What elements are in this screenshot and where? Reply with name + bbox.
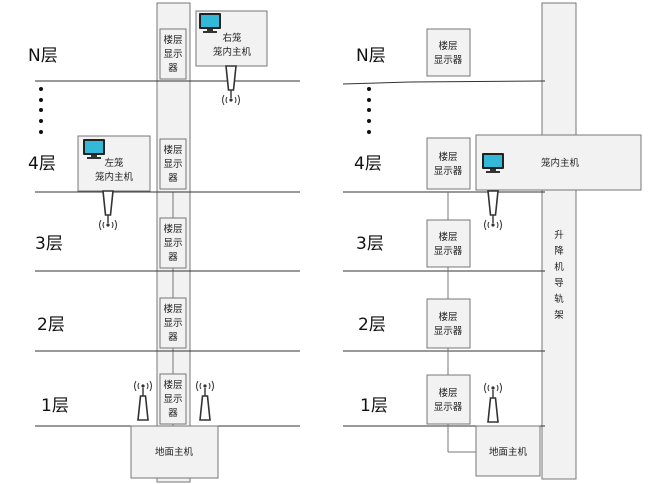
display-line: 显示 bbox=[163, 49, 182, 60]
floor-display-4: 楼层 显示器 bbox=[426, 137, 471, 190]
rail-label: 升 降 机 导 轨 架 bbox=[554, 230, 564, 321]
floor-label-n: N层 bbox=[356, 46, 386, 66]
display-line: 楼层 bbox=[438, 151, 457, 163]
rail-label-char: 降 bbox=[554, 245, 564, 257]
antenna-icon bbox=[98, 190, 118, 231]
display-line: 显示 bbox=[163, 238, 182, 249]
floor-label-3: 3层 bbox=[356, 234, 384, 254]
display-line: 楼层 bbox=[163, 144, 182, 156]
display-line: 显示器 bbox=[434, 55, 463, 66]
rail-label-char: 导 bbox=[554, 278, 564, 289]
left-ground-host: 地面主机 bbox=[130, 380, 219, 479]
display-line: 楼层 bbox=[163, 223, 182, 235]
antenna-icon bbox=[195, 380, 215, 421]
ground-host-label: 地面主机 bbox=[489, 446, 528, 458]
rail-label-char: 机 bbox=[554, 261, 564, 273]
display-line: 显示 bbox=[163, 159, 182, 170]
display-line: 楼层 bbox=[438, 231, 457, 243]
ellipsis-dots-icon bbox=[39, 87, 43, 134]
display-line: 楼层 bbox=[438, 311, 457, 323]
floor-display-3: 楼层 显示器 bbox=[426, 219, 471, 268]
display-line: 楼层 bbox=[163, 34, 182, 46]
right-diagram: 升 降 机 导 轨 架 N层 4层 3层 2层 1层 楼层 显示器 bbox=[342, 2, 642, 480]
display-line: 器 bbox=[168, 408, 178, 419]
display-line: 器 bbox=[168, 173, 178, 184]
floor-label-3: 3层 bbox=[35, 234, 63, 254]
floor-label-2: 2层 bbox=[37, 315, 65, 335]
display-line: 显示器 bbox=[434, 402, 463, 413]
display-line: 器 bbox=[168, 332, 178, 343]
cage-host-label: 笼内主机 bbox=[541, 157, 580, 169]
display-line: 显示器 bbox=[434, 326, 463, 337]
display-line: 楼层 bbox=[163, 303, 182, 315]
guide-rail bbox=[541, 2, 577, 480]
display-line: 楼层 bbox=[438, 387, 457, 399]
left-cage-sub-label: 笼内主机 bbox=[95, 171, 134, 183]
floor-label-2: 2层 bbox=[358, 315, 386, 335]
display-line: 器 bbox=[168, 63, 178, 74]
antenna-icon bbox=[483, 190, 503, 231]
antenna-icon bbox=[133, 380, 153, 421]
floor-label-1: 1层 bbox=[360, 396, 388, 416]
display-line: 显示 bbox=[163, 318, 182, 329]
floor-line-n bbox=[342, 80, 546, 85]
display-line: 显示器 bbox=[434, 166, 463, 177]
display-line: 显示器 bbox=[434, 246, 463, 257]
antenna-icon bbox=[483, 382, 503, 423]
rail-label-char: 轨 bbox=[554, 293, 564, 305]
floor-display-n: 楼层 显示器 bbox=[426, 28, 471, 77]
display-line: 显示 bbox=[163, 394, 182, 405]
right-ground-host: 地面主机 bbox=[475, 382, 541, 477]
display-line: 楼层 bbox=[438, 40, 457, 52]
floor-display-3: 楼层 显示 器 bbox=[159, 217, 187, 269]
display-line: 器 bbox=[168, 252, 178, 263]
ellipsis-dots-icon bbox=[367, 87, 371, 134]
rail-label-char: 升 bbox=[554, 230, 564, 241]
floor-display-n: 楼层 显示 器 bbox=[159, 28, 187, 80]
floor-display-4: 楼层 显示 器 bbox=[159, 138, 187, 190]
floor-display-1: 楼层 显示 器 bbox=[159, 373, 187, 425]
floor-label-4: 4层 bbox=[28, 154, 56, 174]
right-cage-host: 右笼 笼内主机 bbox=[195, 10, 268, 106]
left-cage-host: 左笼 笼内主机 bbox=[77, 135, 151, 231]
floor-label-1: 1层 bbox=[41, 396, 69, 416]
right-cage-sub-label: 笼内主机 bbox=[213, 46, 252, 58]
floor-display-1: 楼层 显示器 bbox=[426, 374, 471, 425]
ground-host-label: 地面主机 bbox=[155, 446, 194, 458]
left-cage-label: 左笼 bbox=[104, 157, 124, 169]
floor-label-n: N层 bbox=[28, 46, 58, 66]
cage-host: 笼内主机 bbox=[475, 134, 642, 231]
rail-label-char: 架 bbox=[554, 310, 564, 321]
floor-label-4: 4层 bbox=[354, 154, 382, 174]
display-line: 楼层 bbox=[163, 379, 182, 391]
left-diagram: N层 4层 3层 2层 1层 楼层 显示 器 楼层 显示 器 楼层 显示 器 bbox=[28, 2, 300, 483]
floor-display-2: 楼层 显示 器 bbox=[159, 297, 187, 349]
floor-display-2: 楼层 显示器 bbox=[426, 298, 471, 349]
right-cage-label: 右笼 bbox=[222, 32, 242, 44]
antenna-icon bbox=[221, 65, 241, 106]
